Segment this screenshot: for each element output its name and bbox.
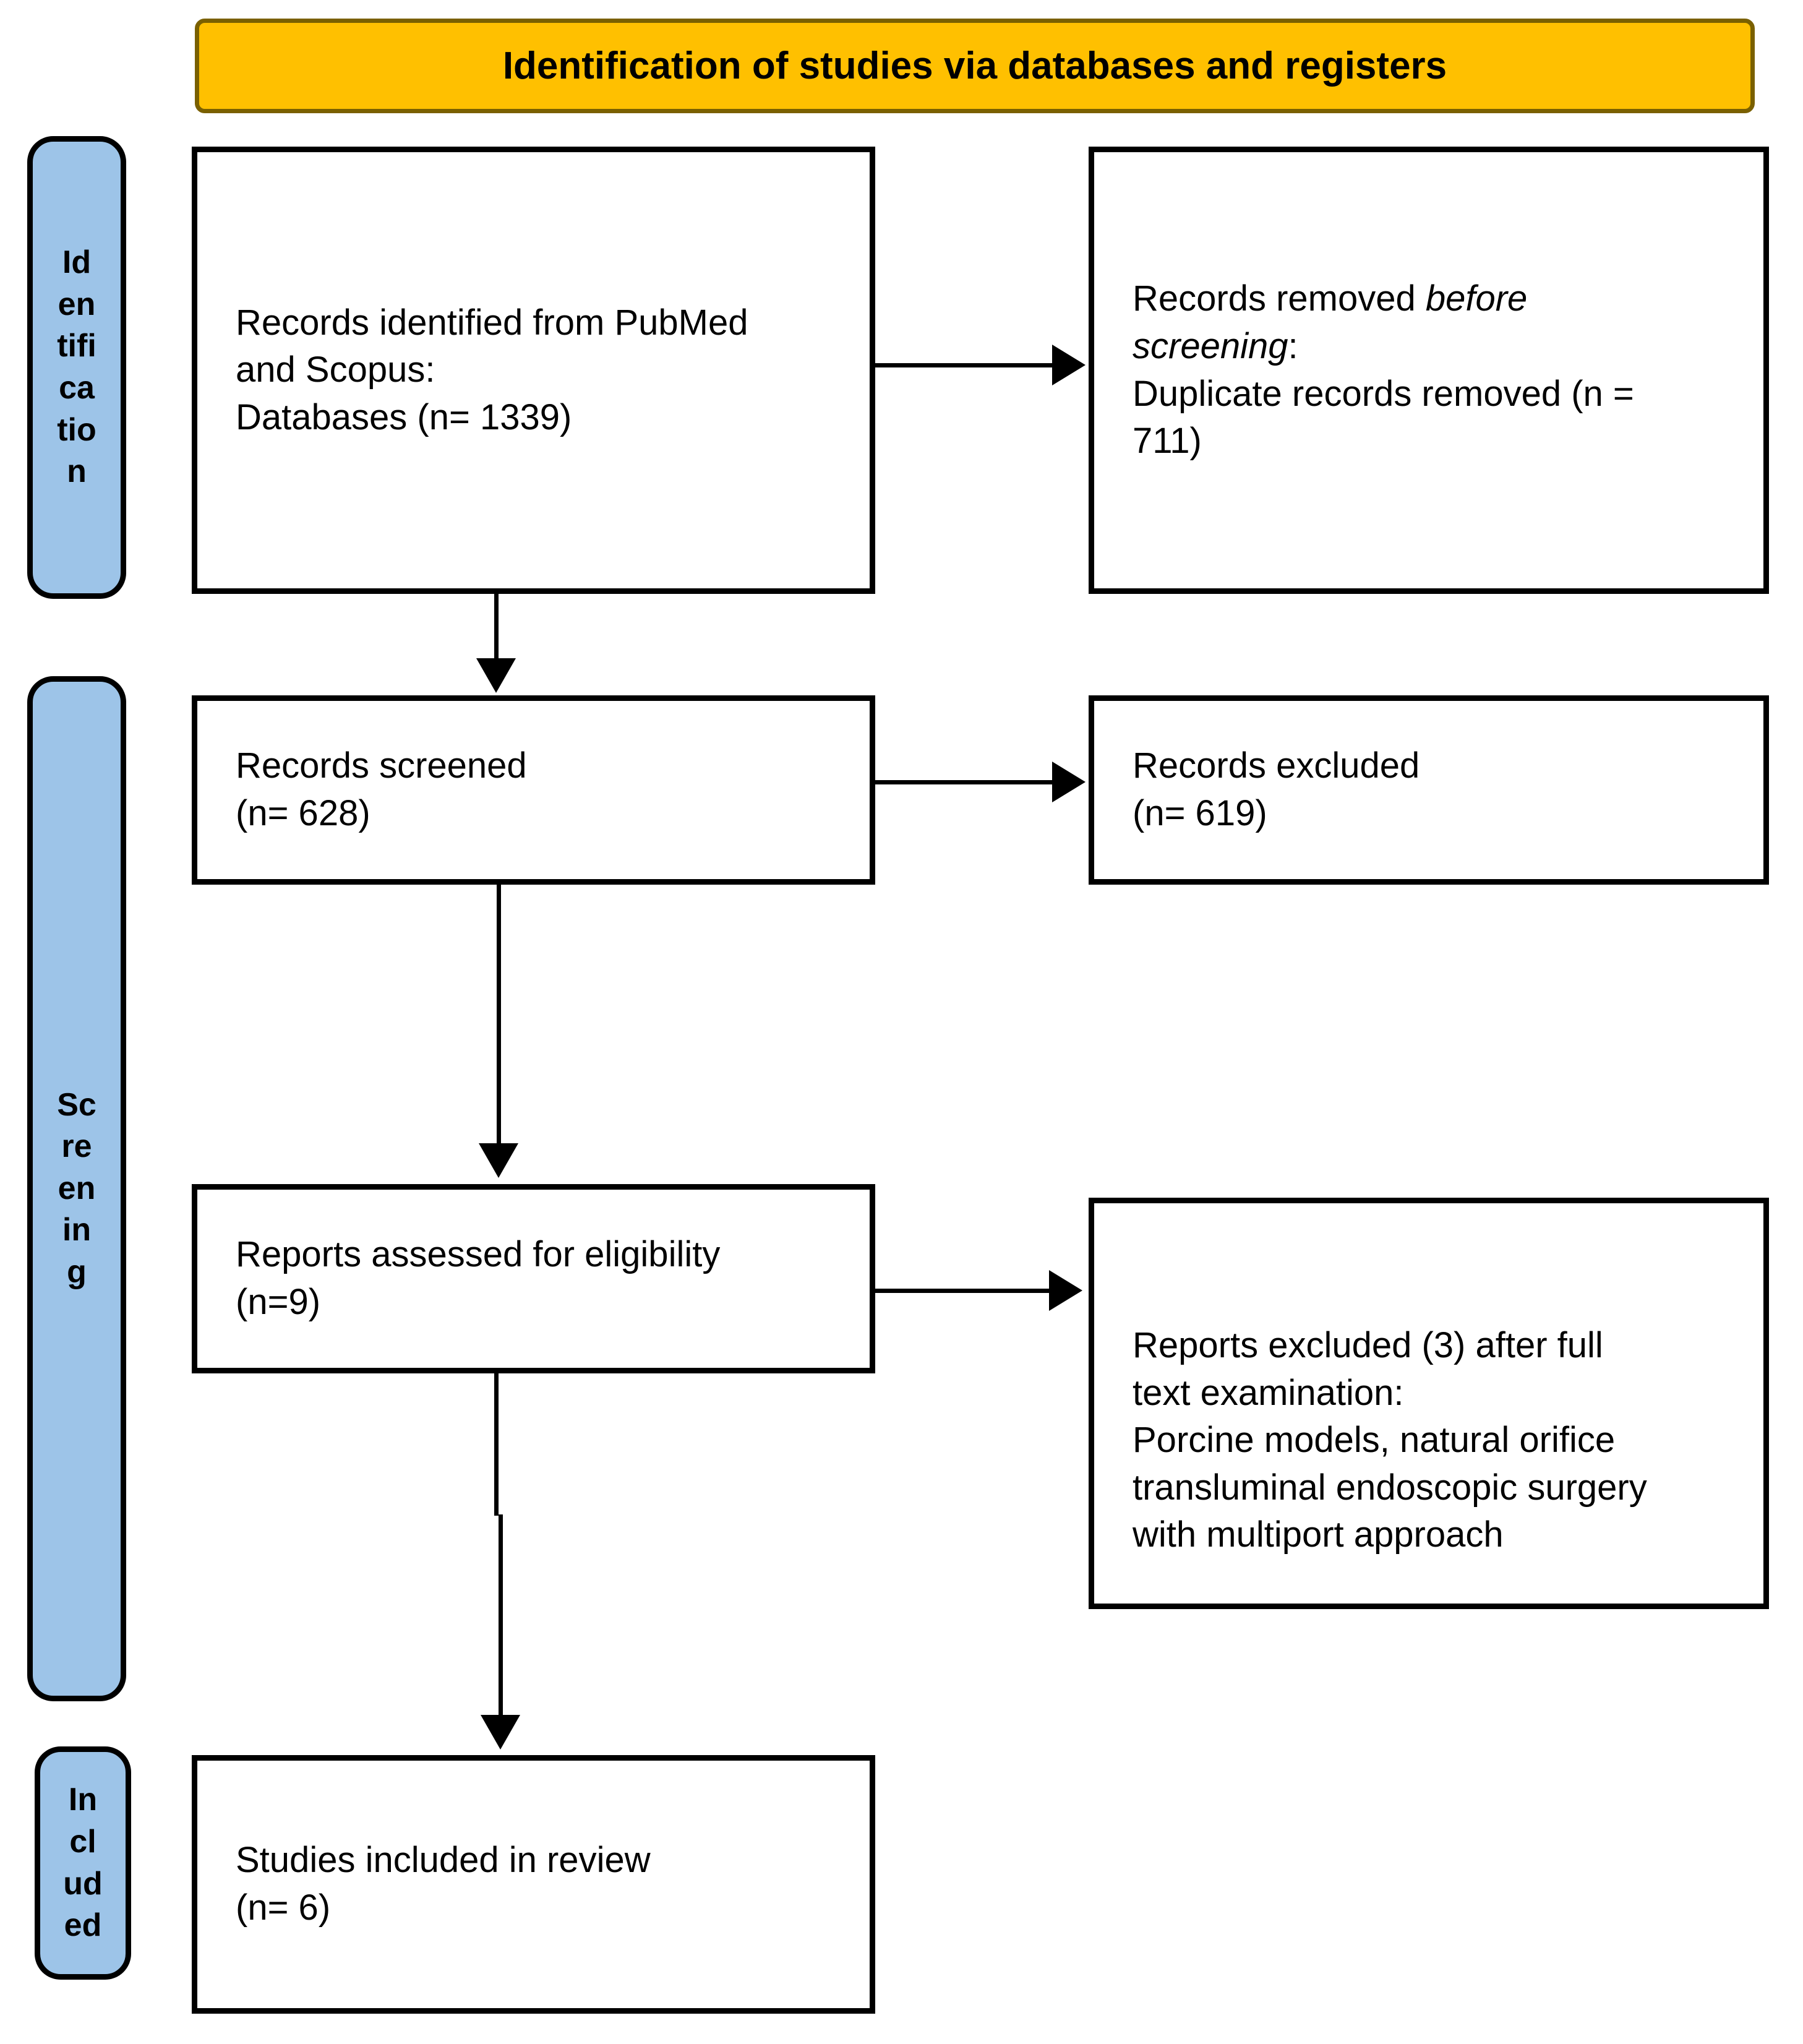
stage-line: g xyxy=(67,1253,87,1290)
italic-text: before xyxy=(1425,278,1528,319)
stage-line: In xyxy=(68,1782,98,1818)
arrow-assessed-to-included-shaft-upper xyxy=(494,1373,499,1516)
box-line: with multiport approach xyxy=(1133,1514,1504,1555)
box-records-screened: Records screened (n= 628) xyxy=(192,695,875,885)
stage-line: tifi xyxy=(57,328,96,364)
box-line: 711) xyxy=(1133,421,1202,462)
arrow-identified-to-screened-shaft xyxy=(494,594,499,662)
arrow-down-head-icon xyxy=(479,1143,518,1178)
box-line: Records screened xyxy=(236,745,527,786)
arrow-down-head-icon xyxy=(476,658,516,693)
box-records-identified: Records identified from PubMed and Scopu… xyxy=(192,147,875,594)
box-line: Porcine models, natural orifice xyxy=(1133,1420,1616,1461)
box-line: Records removed before xyxy=(1133,278,1528,319)
italic-text: screening xyxy=(1133,325,1288,366)
box-line: Databases (n= 1339) xyxy=(236,397,572,437)
box-line: Reports excluded (3) after full xyxy=(1133,1325,1603,1366)
box-studies-included: Studies included in review (n= 6) xyxy=(192,1755,875,2014)
box-reports-assessed: Reports assessed for eligibility (n=9) xyxy=(192,1184,875,1373)
header-banner: Identification of studies via databases … xyxy=(195,19,1755,113)
arrow-right-head-icon xyxy=(1052,762,1086,802)
box-line: Duplicate records removed (n = xyxy=(1133,373,1634,414)
box-line: transluminal endoscopic surgery xyxy=(1133,1467,1647,1508)
stage-line: tio xyxy=(57,411,96,448)
arrow-assessed-to-included-shaft-lower xyxy=(499,1514,503,1717)
box-line: and Scopus: xyxy=(236,350,435,390)
stage-bar-included: In cl ud ed xyxy=(35,1746,131,1980)
box-line: text examination: xyxy=(1133,1372,1404,1413)
box-line: Studies included in review xyxy=(236,1840,651,1881)
box-reports-excluded: Reports excluded (3) after full text exa… xyxy=(1089,1198,1769,1609)
box-line: (n= 628) xyxy=(236,793,370,833)
arrow-right-head-icon xyxy=(1049,1270,1082,1311)
arrow-screened-to-excluded-shaft xyxy=(875,780,1055,784)
box-line: (n= 6) xyxy=(236,1887,331,1928)
stage-line: Id xyxy=(62,244,92,281)
header-title: Identification of studies via databases … xyxy=(502,45,1447,87)
stage-line: ca xyxy=(59,370,95,406)
box-line: Records identified from PubMed xyxy=(236,302,748,343)
arrow-assessed-to-excluded-shaft xyxy=(873,1289,1051,1293)
stage-line: ud xyxy=(63,1865,103,1902)
box-records-removed: Records removed before screening: Duplic… xyxy=(1089,147,1769,594)
stage-line: Sc xyxy=(57,1086,96,1123)
stage-line: n xyxy=(67,453,87,490)
box-line: Reports assessed for eligibility xyxy=(236,1234,721,1275)
arrow-down-head-icon xyxy=(481,1715,520,1750)
stage-bar-screening: Sc re en in g xyxy=(27,676,126,1701)
arrow-identified-to-removed-shaft xyxy=(875,363,1055,367)
stage-line: en xyxy=(58,1170,96,1206)
arrow-screened-to-assessed-shaft xyxy=(497,885,501,1146)
arrow-right-head-icon xyxy=(1052,345,1086,385)
stage-line: ed xyxy=(64,1907,102,1944)
box-records-excluded: Records excluded (n= 619) xyxy=(1089,695,1769,885)
stage-line: re xyxy=(61,1128,92,1165)
box-line: screening: xyxy=(1133,325,1298,366)
stage-line: en xyxy=(58,286,96,322)
box-line: (n=9) xyxy=(236,1282,321,1322)
stage-line: cl xyxy=(69,1823,96,1860)
box-line: (n= 619) xyxy=(1133,793,1267,833)
box-line: Records excluded xyxy=(1133,745,1420,786)
stage-bar-identification: Id en tifi ca tio n xyxy=(27,136,126,599)
stage-line: in xyxy=(62,1212,92,1248)
